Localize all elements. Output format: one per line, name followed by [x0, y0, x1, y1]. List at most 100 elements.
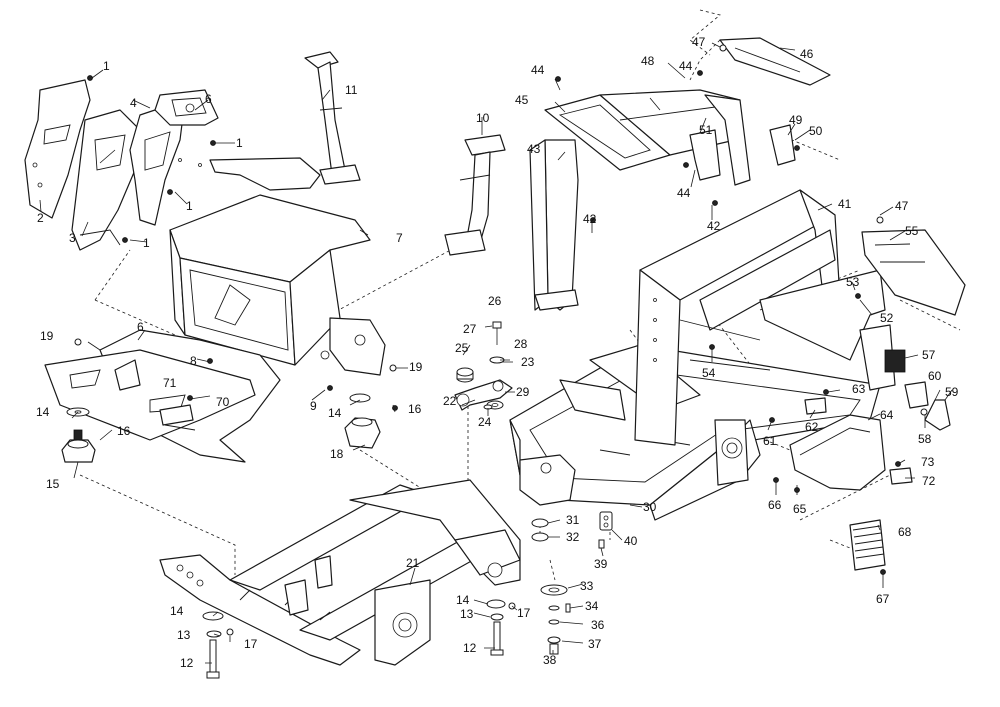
callout-34: 34 [585, 599, 599, 613]
callout-30: 30 [643, 500, 657, 514]
roll-frame-41 [634, 189, 896, 446]
callout-73: 73 [921, 455, 935, 469]
callout-53: 53 [846, 275, 860, 289]
side-panel-3 [71, 109, 141, 251]
callout-45: 45 [515, 93, 529, 107]
callout-71: 71 [163, 376, 177, 390]
callout-70: 70 [216, 395, 230, 409]
bushing-25 [456, 367, 474, 383]
callout-labels: 1 1 1 1 2 3 4 6 6 7 8 9 10 11 12 12 13 1… [36, 35, 959, 670]
callout-24: 24 [478, 415, 492, 429]
callout-48: 48 [641, 54, 655, 68]
leader-lines [39, 42, 953, 664]
callout-43: 43 [527, 142, 541, 156]
plate-33 [540, 584, 568, 596]
guard-64 [789, 414, 886, 491]
callout-68: 68 [898, 525, 912, 539]
callout-66: 66 [768, 498, 782, 512]
side-panel-2 [24, 79, 91, 219]
callout-25: 25 [455, 341, 469, 355]
callout-54: 54 [702, 366, 716, 380]
callout-14: 14 [170, 604, 184, 618]
callout-1: 1 [143, 236, 150, 250]
callout-42: 42 [707, 219, 721, 233]
plate-46 [719, 37, 831, 86]
callout-64: 64 [880, 408, 894, 422]
callout-15: 15 [46, 477, 60, 491]
bracket-49 [769, 124, 796, 166]
guard-55 [861, 229, 966, 316]
callout-14: 14 [36, 405, 50, 419]
callout-32: 32 [566, 530, 580, 544]
callout-14: 14 [456, 593, 470, 607]
callout-33: 33 [580, 579, 594, 593]
block-57 [884, 349, 906, 373]
callout-7: 7 [396, 231, 403, 245]
lower-hardware-left [202, 611, 234, 679]
callout-65: 65 [793, 502, 807, 516]
callout-6: 6 [137, 320, 144, 334]
callout-8: 8 [190, 354, 197, 368]
callout-28: 28 [514, 337, 528, 351]
callout-46: 46 [800, 47, 814, 61]
top-bracket-6 [154, 89, 219, 126]
callout-40: 40 [624, 534, 638, 548]
callout-17: 17 [244, 637, 258, 651]
upright-bracket-11 [304, 51, 361, 185]
callout-19: 19 [40, 329, 54, 343]
bracket-51 [689, 129, 721, 181]
callout-44: 44 [531, 63, 545, 77]
bracket-40 [599, 511, 613, 531]
callout-61: 61 [763, 434, 777, 448]
callout-1: 1 [186, 199, 193, 213]
callout-52: 52 [880, 311, 894, 325]
callout-12: 12 [180, 656, 194, 670]
small-fasteners [74, 44, 928, 575]
callout-39: 39 [594, 557, 608, 571]
callout-47: 47 [692, 35, 706, 49]
callout-17: 17 [517, 606, 531, 620]
callout-47: 47 [895, 199, 909, 213]
callout-3: 3 [69, 231, 76, 245]
callout-13: 13 [460, 607, 474, 621]
callout-67: 67 [876, 592, 890, 606]
callout-31: 31 [566, 513, 580, 527]
callout-4: 4 [130, 96, 137, 110]
callout-62: 62 [805, 420, 819, 434]
callout-11: 11 [345, 83, 358, 97]
bushing-31-32 [531, 518, 549, 542]
callout-36: 36 [591, 618, 605, 632]
callout-51: 51 [699, 123, 713, 137]
callout-1: 1 [103, 59, 110, 73]
callout-49: 49 [789, 113, 803, 127]
grille-68 [849, 519, 886, 571]
callout-59: 59 [945, 385, 959, 399]
main-frame-30 [509, 344, 881, 521]
bracket-60 [904, 381, 929, 409]
callout-22: 22 [443, 394, 457, 408]
callout-57: 57 [922, 348, 936, 362]
callout-26: 26 [488, 294, 502, 308]
callout-37: 37 [588, 637, 602, 651]
bolt-39 [598, 539, 605, 549]
callout-18: 18 [330, 447, 344, 461]
callout-58: 58 [918, 432, 932, 446]
callout-72: 72 [922, 474, 936, 488]
hardware-34-38 [547, 603, 571, 655]
callout-44: 44 [679, 59, 693, 73]
handle-59 [924, 399, 951, 431]
callout-44: 44 [677, 186, 691, 200]
callout-21: 21 [406, 556, 420, 570]
sub-plate [44, 349, 256, 441]
callout-1: 1 [236, 136, 243, 150]
callout-38: 38 [543, 653, 557, 667]
callout-42: 42 [583, 212, 597, 226]
callout-55: 55 [905, 224, 919, 238]
callout-63: 63 [852, 382, 866, 396]
callout-12: 12 [463, 641, 477, 655]
callout-41: 41 [838, 197, 852, 211]
bolt-26 [492, 321, 502, 345]
callout-19: 19 [409, 360, 423, 374]
callout-50: 50 [809, 124, 823, 138]
